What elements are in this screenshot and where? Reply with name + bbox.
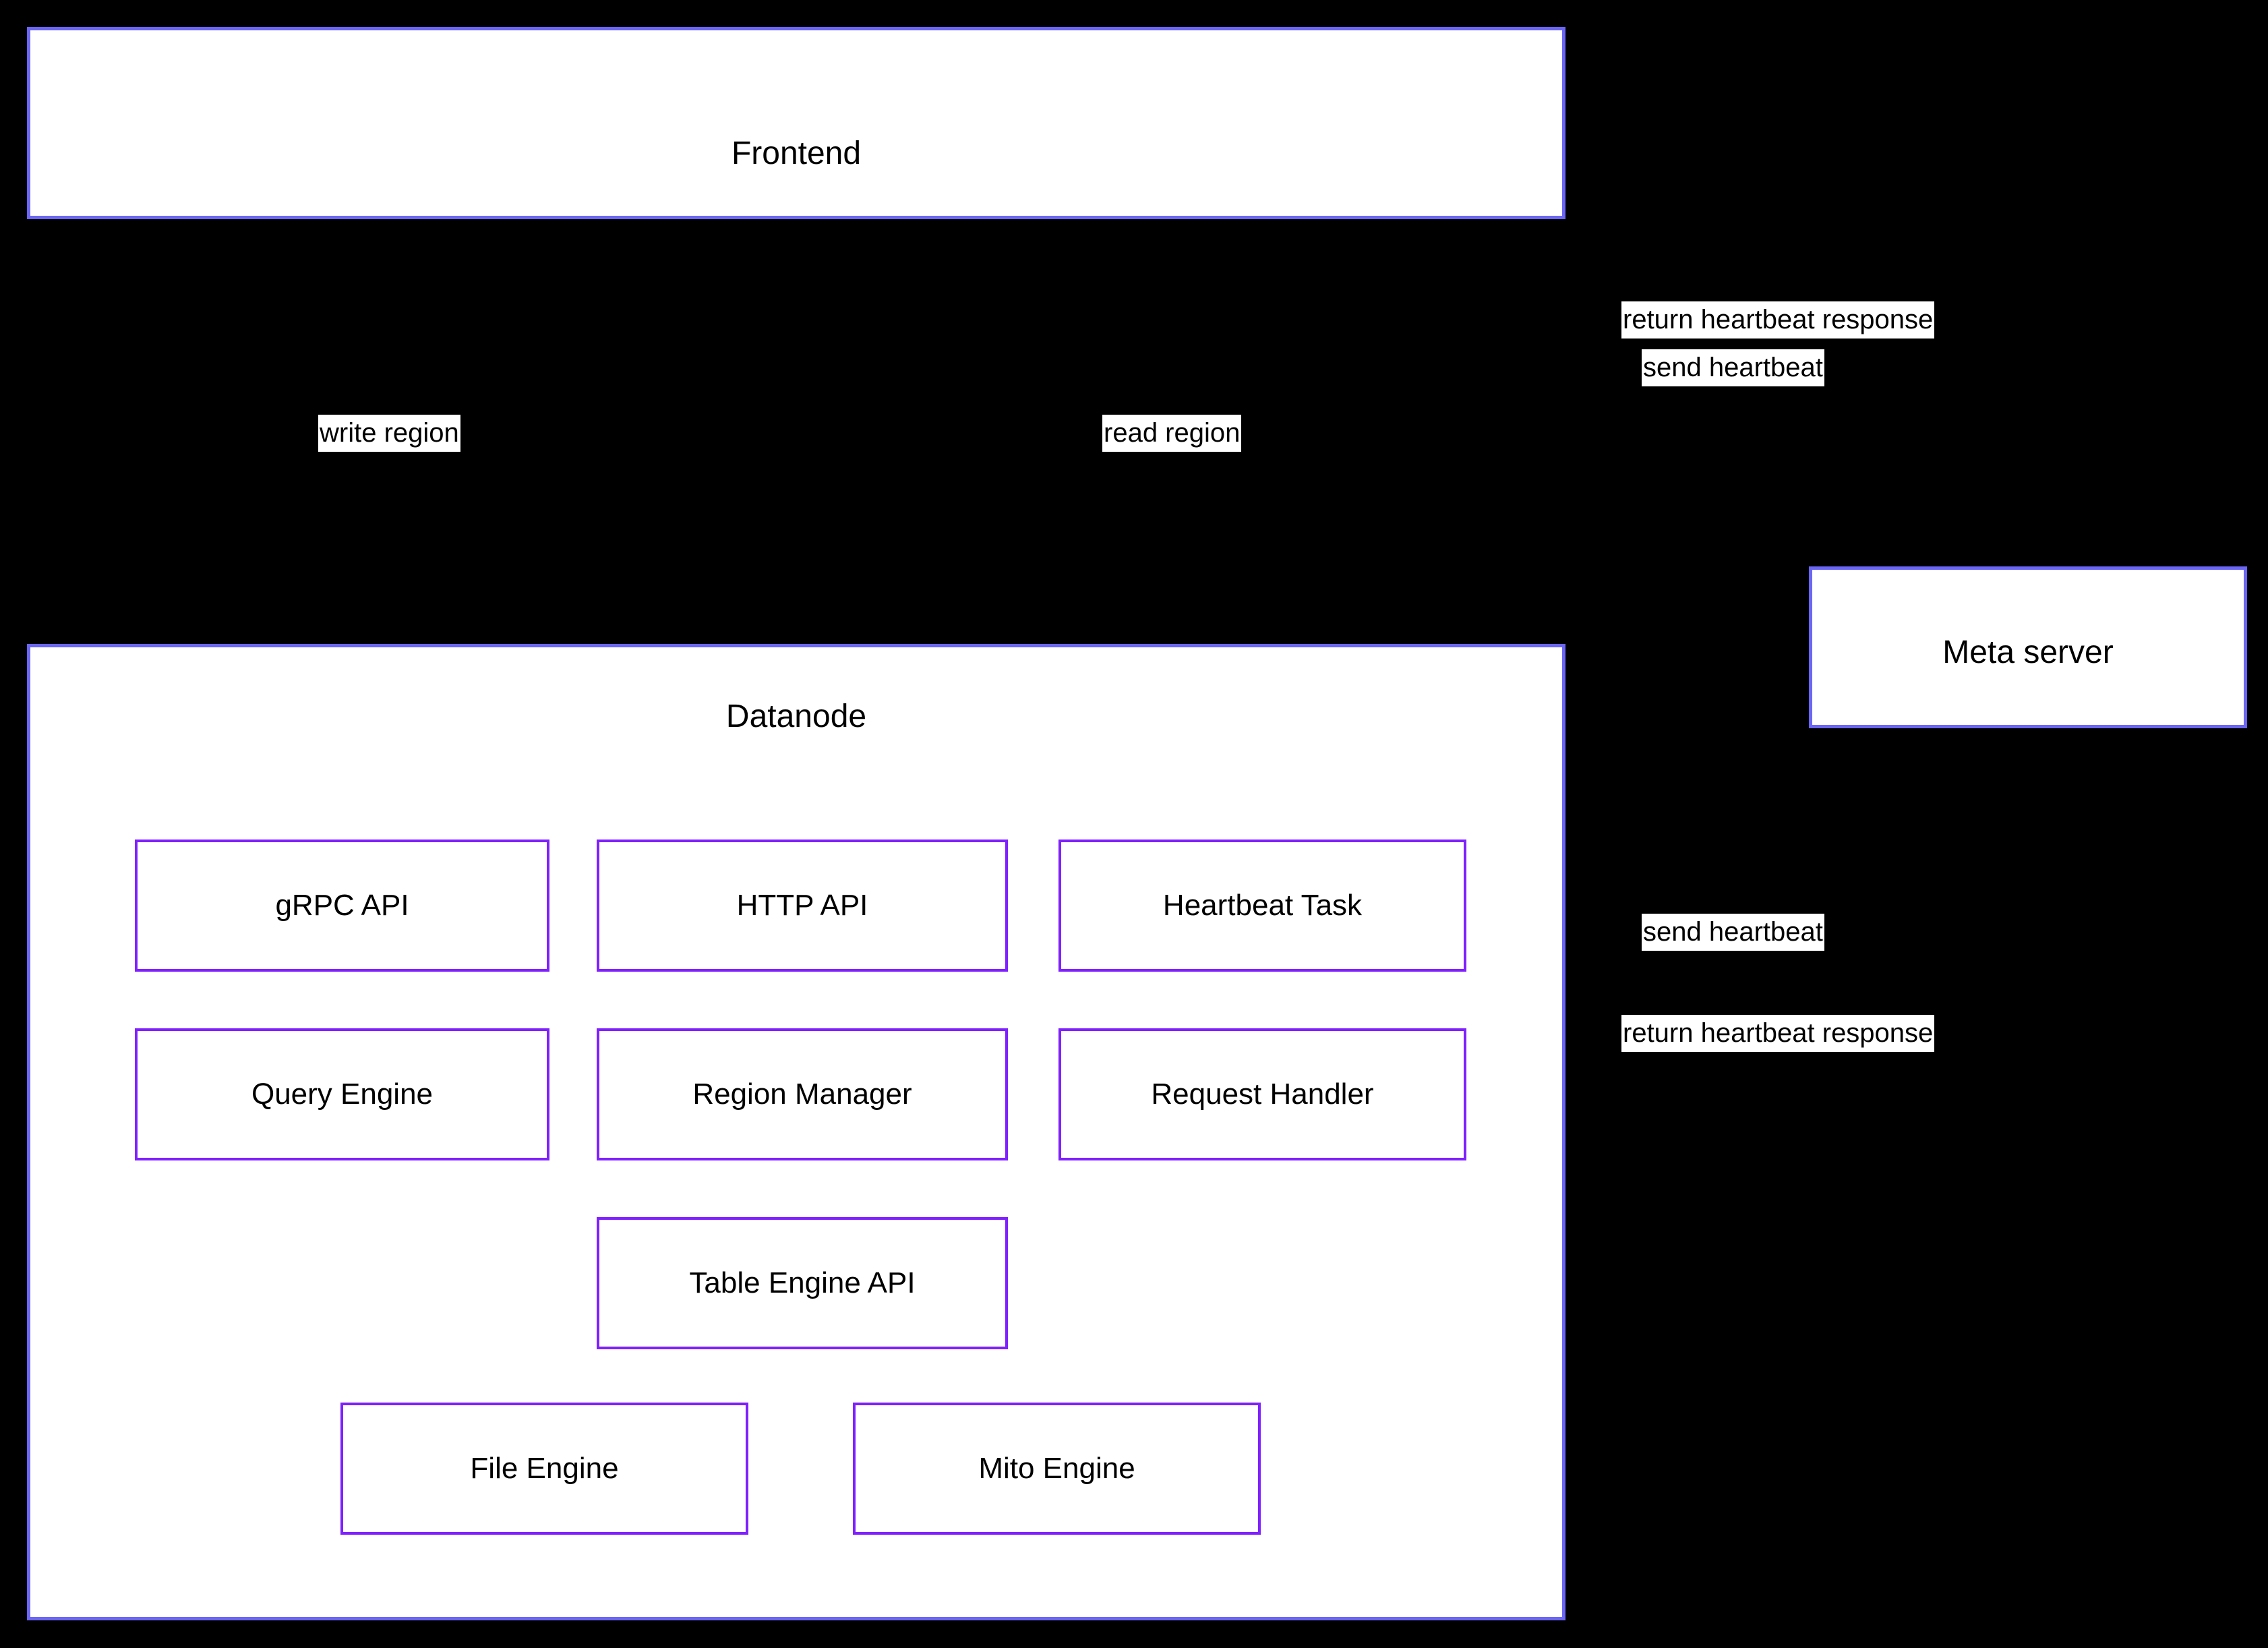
component-file-engine[interactable]: File Engine xyxy=(340,1403,748,1535)
edge-label-datanode-return-heartbeat-response: return heartbeat response xyxy=(1621,1015,1935,1053)
meta-server-node[interactable]: Meta server xyxy=(1809,566,2247,728)
frontend-node[interactable]: Frontend xyxy=(27,27,1565,219)
component-label: HTTP API xyxy=(736,889,868,922)
datanode-node[interactable]: Datanode gRPC API HTTP API Heartbeat Tas… xyxy=(27,644,1565,1620)
component-grpc-api[interactable]: gRPC API xyxy=(135,840,549,972)
edge-datanode-send-heartbeat xyxy=(1565,726,1873,872)
component-http-api[interactable]: HTTP API xyxy=(597,840,1008,972)
component-label: Query Engine xyxy=(251,1078,434,1111)
datanode-title: Datanode xyxy=(725,699,867,734)
component-label: Table Engine API xyxy=(689,1266,916,1299)
component-query-engine[interactable]: Query Engine xyxy=(135,1028,549,1160)
component-region-manager[interactable]: Region Manager xyxy=(597,1028,1008,1160)
component-label: File Engine xyxy=(470,1452,619,1485)
frontend-title: Frontend xyxy=(731,136,862,171)
component-heartbeat-task[interactable]: Heartbeat Task xyxy=(1058,840,1466,972)
edge-label-frontend-return-heartbeat-response: return heartbeat response xyxy=(1621,301,1935,339)
component-table-engine-api[interactable]: Table Engine API xyxy=(597,1217,1008,1349)
component-label: Request Handler xyxy=(1151,1078,1374,1111)
edge-label-datanode-send-heartbeat: send heartbeat xyxy=(1642,914,1824,951)
component-request-handler[interactable]: Request Handler xyxy=(1058,1028,1466,1160)
edge-label-read-region: read region xyxy=(1102,415,1242,452)
edge-label-frontend-send-heartbeat: send heartbeat xyxy=(1642,349,1824,387)
edge-label-write-region: write region xyxy=(318,415,460,452)
component-label: Region Manager xyxy=(692,1078,912,1111)
edge-datanode-return-heartbeat-response xyxy=(1563,728,1971,815)
component-mito-engine[interactable]: Mito Engine xyxy=(853,1403,1261,1535)
component-label: gRPC API xyxy=(275,889,409,922)
component-label: Mito Engine xyxy=(978,1452,1135,1485)
component-label: Heartbeat Task xyxy=(1162,889,1363,922)
meta-server-title: Meta server xyxy=(1942,635,2114,670)
